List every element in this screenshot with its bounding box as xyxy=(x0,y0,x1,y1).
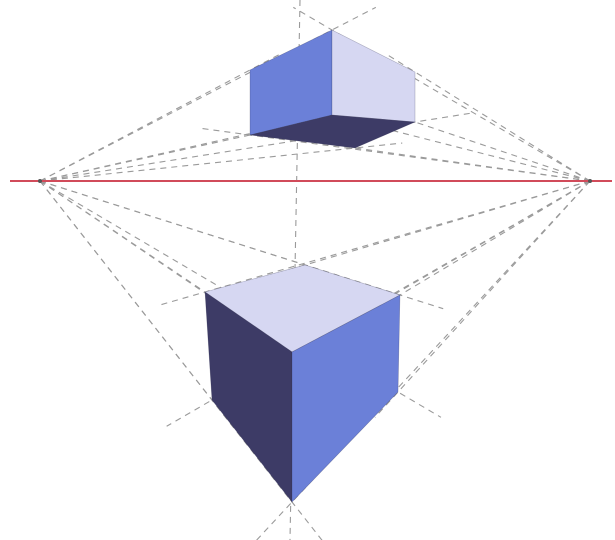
guide-line-left-vp-lower-4 xyxy=(39,180,444,310)
guide-line-right-vp-lower-0 xyxy=(376,180,591,310)
left-vanishing-point xyxy=(38,179,42,183)
guide-line-left-vp-upper-5 xyxy=(39,142,403,182)
lower-cube xyxy=(204,264,401,503)
upper-cube xyxy=(249,29,416,149)
guide-line-right-vp-upper-1 xyxy=(388,112,591,182)
guide-line-right-vp-lower-1 xyxy=(374,180,591,418)
upper-cube-bottom-face xyxy=(249,114,416,149)
right-vanishing-point xyxy=(588,179,592,183)
guide-line-left-vp-upper-1 xyxy=(39,127,282,182)
guide-line-left-vp-upper-2 xyxy=(39,6,377,182)
guide-line-left-vp-lower-2 xyxy=(39,180,323,373)
guide-line-right-vp-upper-5 xyxy=(319,142,591,182)
lower-cube-right-face xyxy=(291,294,401,503)
guide-line-right-vp-lower-4 xyxy=(158,180,591,306)
